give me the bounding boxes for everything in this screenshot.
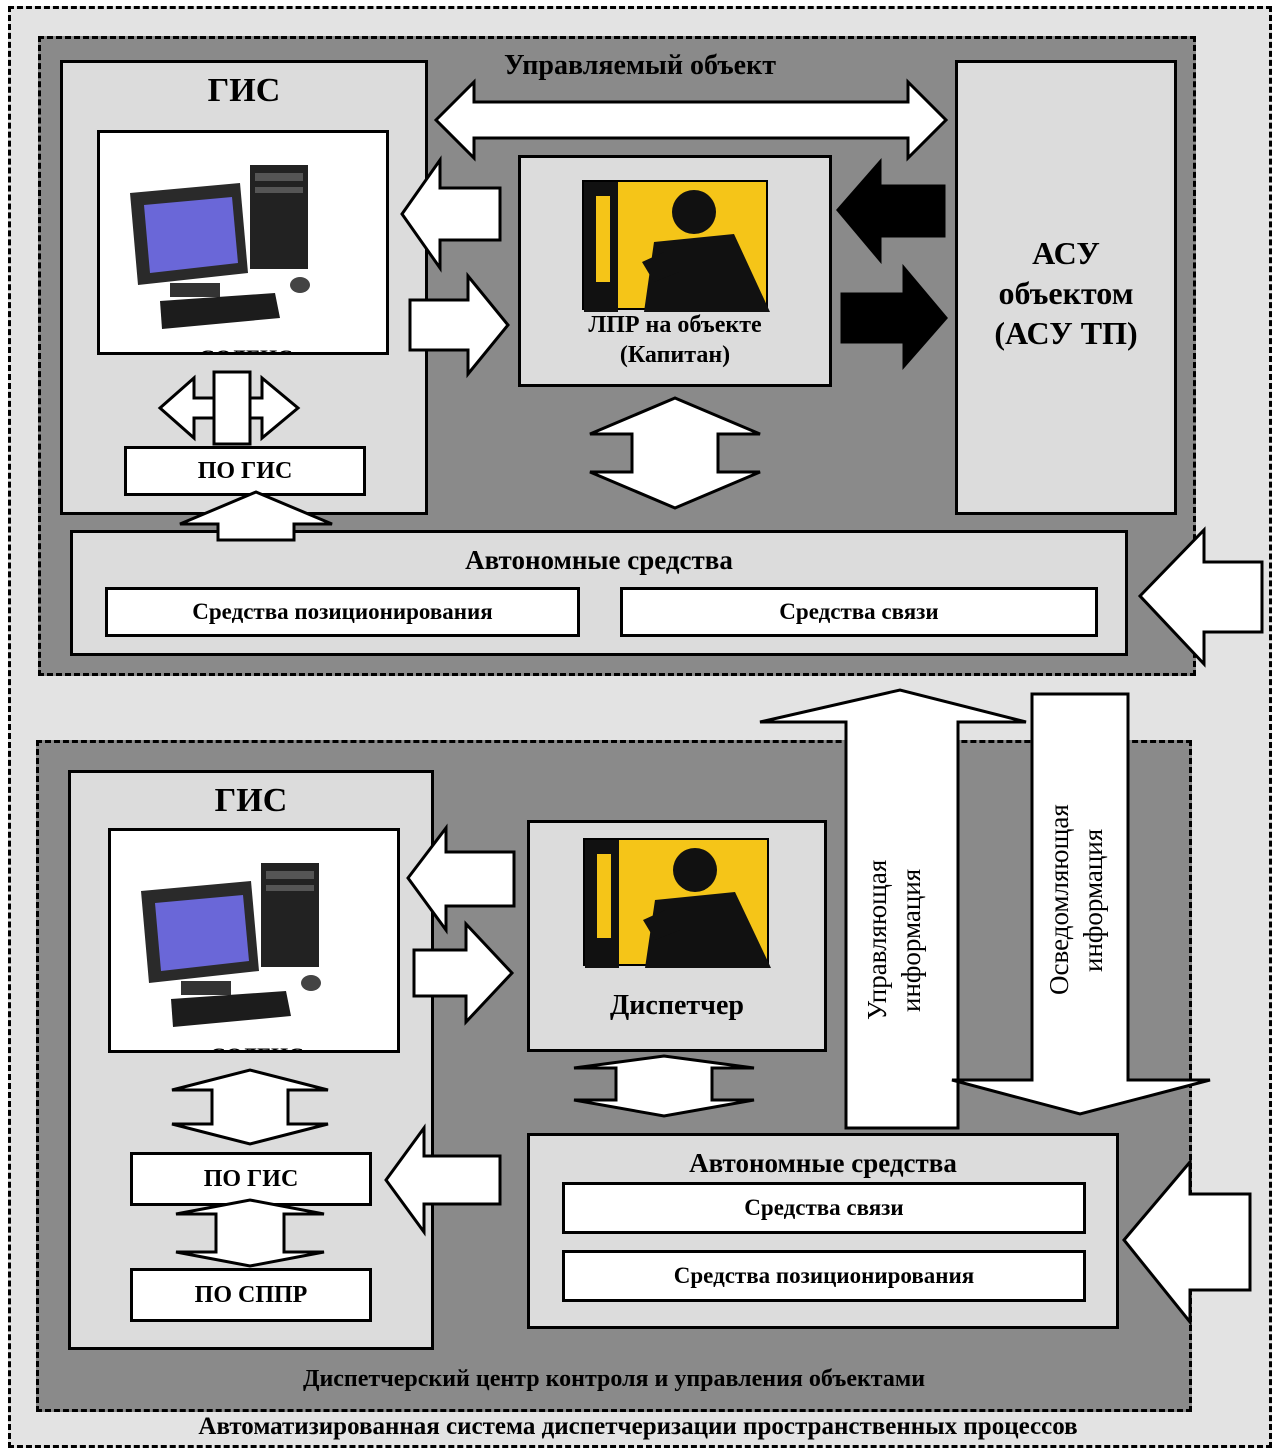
gis-software-top: ПО ГИС — [124, 446, 366, 496]
arrow-left-icon — [400, 155, 502, 273]
asu-line1: АСУ — [1032, 235, 1100, 271]
positioning-means-top: Средства позиционирования — [105, 587, 580, 637]
double-arrow-vertical-icon — [573, 1054, 755, 1118]
arrow-left-black-icon — [836, 158, 946, 265]
system-title: Автоматизированная система диспетчеризац… — [198, 1413, 1078, 1440]
computer-icon — [130, 165, 310, 329]
computer-label-top: СОДГИС — [100, 345, 386, 352]
comms-means-top: Средства связи — [620, 587, 1098, 637]
arrow-left-icon — [384, 1123, 502, 1237]
autonomous-title-bottom: Автономные средства — [689, 1148, 957, 1178]
gis-title-top: ГИС — [207, 72, 281, 109]
operator-image-top — [582, 180, 770, 312]
dss-software: ПО СППР — [130, 1268, 372, 1322]
double-arrow-vertical-icon — [589, 396, 761, 510]
asu-box — [955, 60, 1177, 515]
managed-object-title: Управляемый объект — [503, 50, 776, 81]
arrow-left-icon — [1137, 526, 1264, 668]
comms-means-bottom: Средства связи — [562, 1182, 1086, 1234]
control-info-label: Управляющая информация — [862, 859, 926, 1021]
computer-label-bottom: СОДГИС — [111, 1043, 397, 1050]
arrow-up-icon — [179, 490, 333, 542]
double-arrow-vertical-icon — [171, 1068, 329, 1146]
operator-icon — [585, 840, 771, 968]
control-info-arrow-icon — [759, 688, 1027, 1130]
autonomous-title-top: Автономные средства — [465, 545, 733, 575]
dispatch-center-title: Диспетчерский центр контроля и управлени… — [302, 1366, 926, 1392]
decision-maker-line2: (Капитан) — [619, 342, 731, 368]
asu-line2: объектом — [998, 275, 1134, 311]
double-arrow-vertical-icon — [175, 1198, 325, 1268]
computer-icon — [141, 863, 321, 1027]
arrow-left-icon — [406, 823, 516, 935]
arrow-left-icon — [1122, 1157, 1252, 1327]
dispatcher-label: Диспетчер — [610, 990, 744, 1021]
computer-image-top: СОДГИС — [97, 130, 389, 355]
positioning-means-bottom: Средства позиционирования — [562, 1250, 1086, 1302]
arrow-right-icon — [412, 920, 515, 1026]
arrow-right-black-icon — [840, 263, 948, 370]
asu-line3: (АСУ ТП) — [994, 315, 1138, 351]
gis-title-bottom: ГИС — [214, 782, 288, 819]
computer-image-bottom: СОДГИС — [108, 828, 400, 1053]
decision-maker-line1: ЛПР на объекте — [588, 312, 762, 338]
double-arrow-icon — [433, 78, 949, 162]
awareness-info-arrow-icon — [951, 692, 1211, 1116]
operator-image-bottom — [583, 838, 771, 968]
operator-icon — [584, 182, 770, 312]
arrow-right-icon — [408, 271, 510, 379]
awareness-info-label: Осведомляющая информация — [1044, 804, 1108, 996]
